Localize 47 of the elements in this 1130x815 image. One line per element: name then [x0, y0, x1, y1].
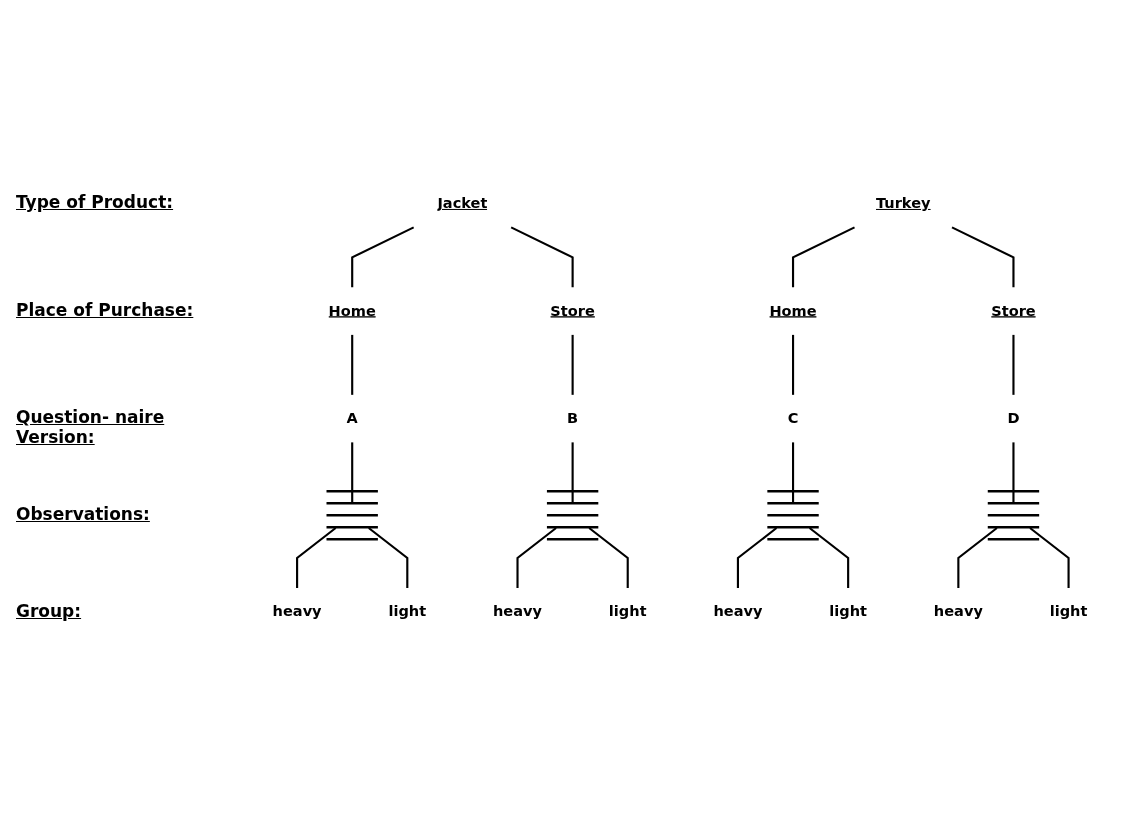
row-label: Group:	[16, 600, 83, 621]
row-label: Question- naire Version:	[16, 407, 166, 448]
node-label: light	[608, 602, 647, 620]
node-label: light	[1049, 602, 1088, 620]
connector-line	[808, 527, 850, 588]
connector-line	[368, 527, 409, 588]
connector-line	[516, 527, 557, 588]
node-label: heavy	[272, 602, 322, 620]
connector-line	[1012, 334, 1015, 395]
connector-line	[957, 527, 998, 588]
observation-lines-icon	[326, 489, 378, 541]
connector-line	[791, 442, 795, 503]
connector-line	[791, 226, 855, 288]
connector-line	[351, 442, 354, 503]
level-heading: Store	[550, 301, 595, 319]
node-label: light	[388, 602, 427, 620]
level-heading: Turkey	[876, 194, 931, 212]
node-label: heavy	[933, 602, 983, 620]
node-label: D	[1007, 409, 1020, 427]
node-label: A	[346, 409, 358, 427]
connector-line	[1012, 442, 1015, 503]
node-label: B	[567, 409, 579, 427]
connector-line	[351, 334, 354, 395]
connector-line	[296, 527, 337, 588]
connector-line	[510, 226, 574, 288]
connector-line	[571, 334, 574, 395]
connector-line	[351, 226, 415, 288]
level-heading: Home	[769, 301, 817, 319]
connector-line	[791, 334, 795, 395]
connector-line	[951, 226, 1015, 288]
observation-lines-icon	[546, 489, 599, 541]
observation-lines-icon	[767, 489, 819, 541]
connector-line	[736, 527, 778, 588]
connector-line	[1029, 527, 1070, 588]
connector-line	[571, 442, 574, 503]
row-label: Place of Purchase:	[16, 299, 195, 320]
node-label: heavy	[493, 602, 543, 620]
observation-lines-icon	[987, 489, 1040, 541]
row-label: Observations:	[16, 504, 151, 524]
level-heading: Jacket	[437, 194, 488, 212]
row-label: Type of Product:	[16, 192, 175, 213]
level-heading: Store	[991, 301, 1036, 319]
node-label: heavy	[713, 602, 763, 620]
node-label: C	[787, 409, 799, 427]
connector-line	[588, 527, 629, 588]
node-label: light	[829, 602, 867, 620]
level-heading: Home	[328, 301, 376, 319]
